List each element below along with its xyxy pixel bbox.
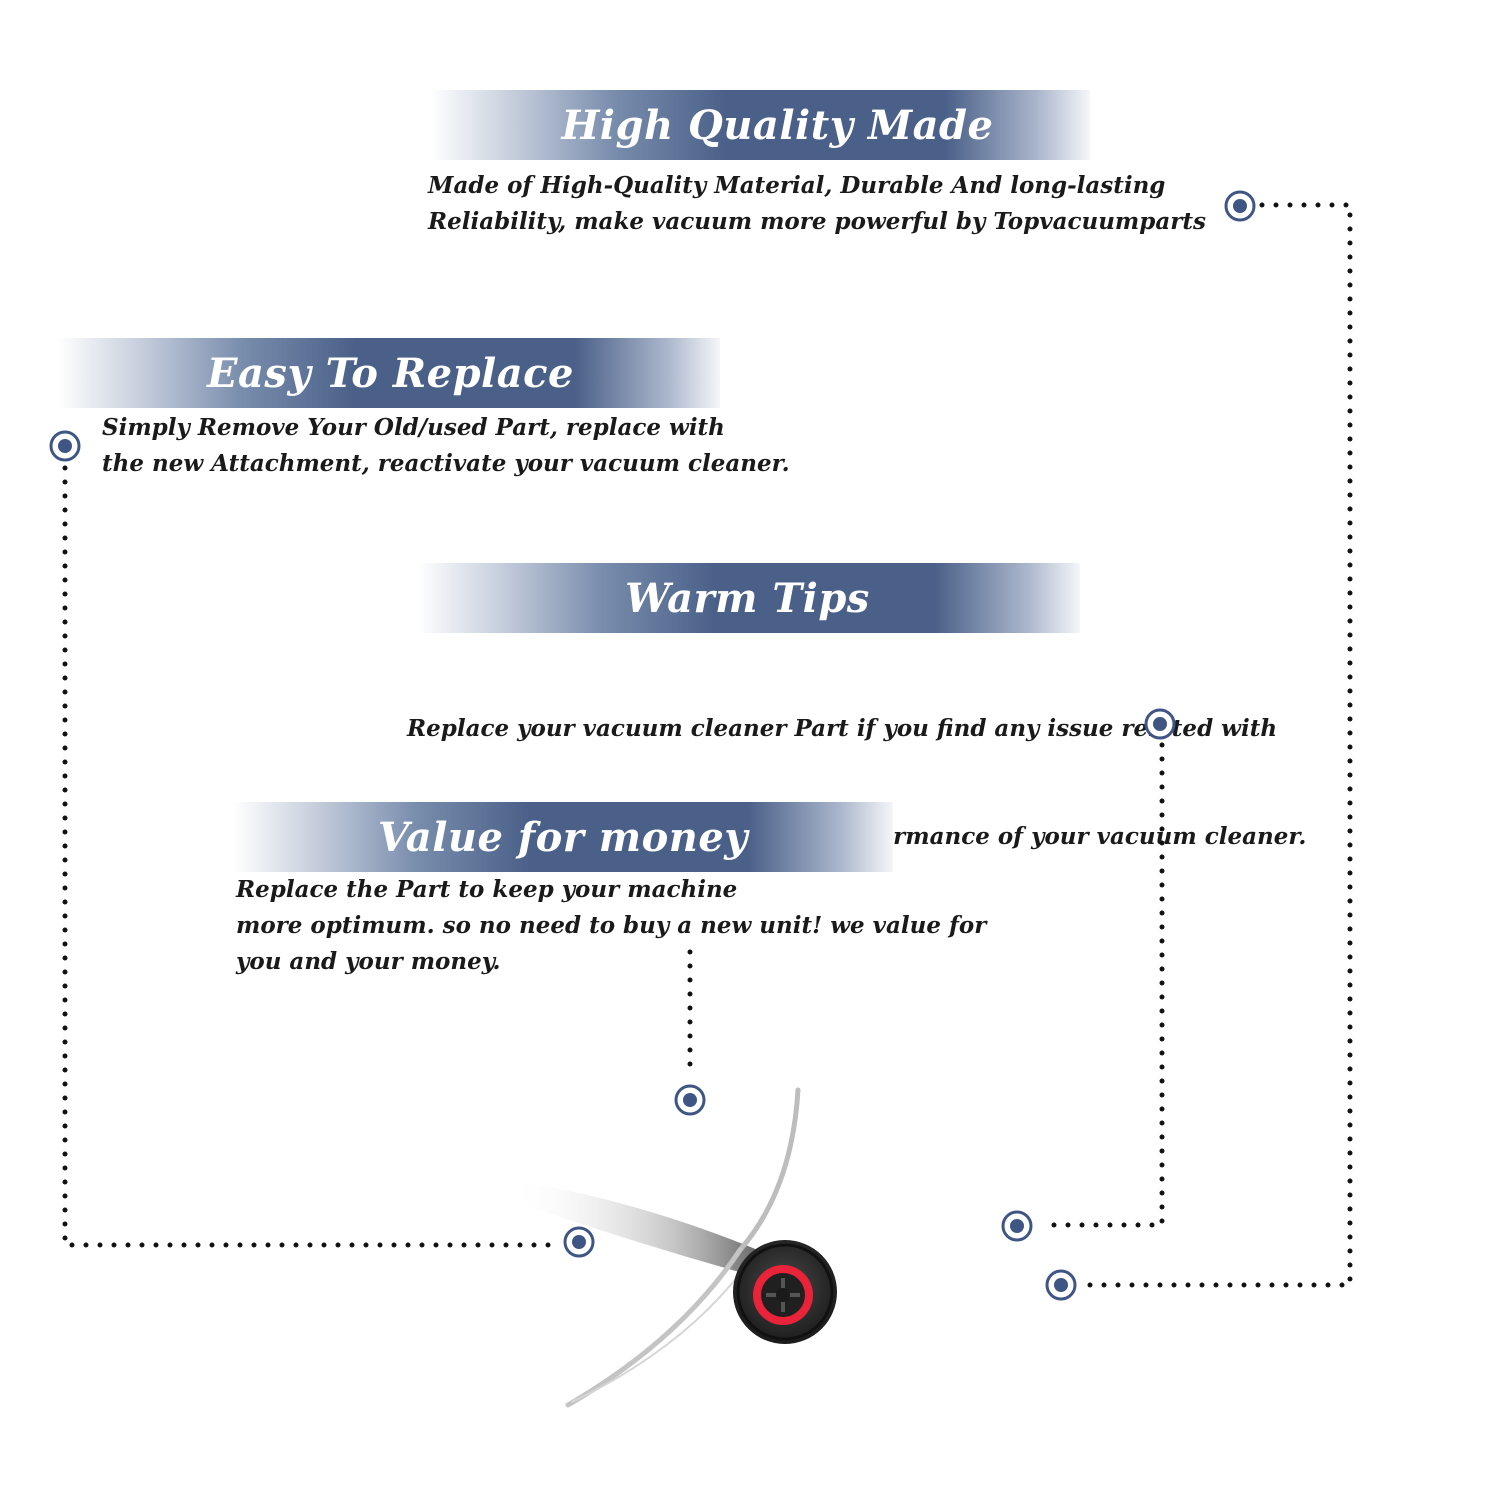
desc-value-money: Replace the Part to keep your machine mo… bbox=[236, 876, 987, 975]
banner-easy-replace: Easy To Replace bbox=[58, 338, 720, 408]
banner-warm-tips: Warm Tips bbox=[418, 563, 1080, 633]
side-brush-icon bbox=[510, 1087, 837, 1408]
desc-easy-replace: Simply Remove Your Old/used Part, replac… bbox=[102, 414, 790, 477]
banner-high-quality: High Quality Made bbox=[430, 90, 1090, 160]
desc-high-quality: Made of High-Quality Material, Durable A… bbox=[428, 172, 1206, 235]
connector-easy-replace bbox=[62, 465, 559, 1248]
target-marker-icon bbox=[58, 199, 1247, 1292]
title-high-quality: High Quality Made bbox=[561, 101, 994, 149]
connector-warm-tips bbox=[1037, 742, 1165, 1228]
title-value-money: Value for money bbox=[377, 813, 749, 861]
connector-high-quality bbox=[1085, 202, 1353, 1288]
title-easy-replace: Easy To Replace bbox=[207, 349, 574, 397]
banner-value-money: Value for money bbox=[233, 802, 893, 872]
title-warm-tips: Warm Tips bbox=[625, 574, 870, 622]
